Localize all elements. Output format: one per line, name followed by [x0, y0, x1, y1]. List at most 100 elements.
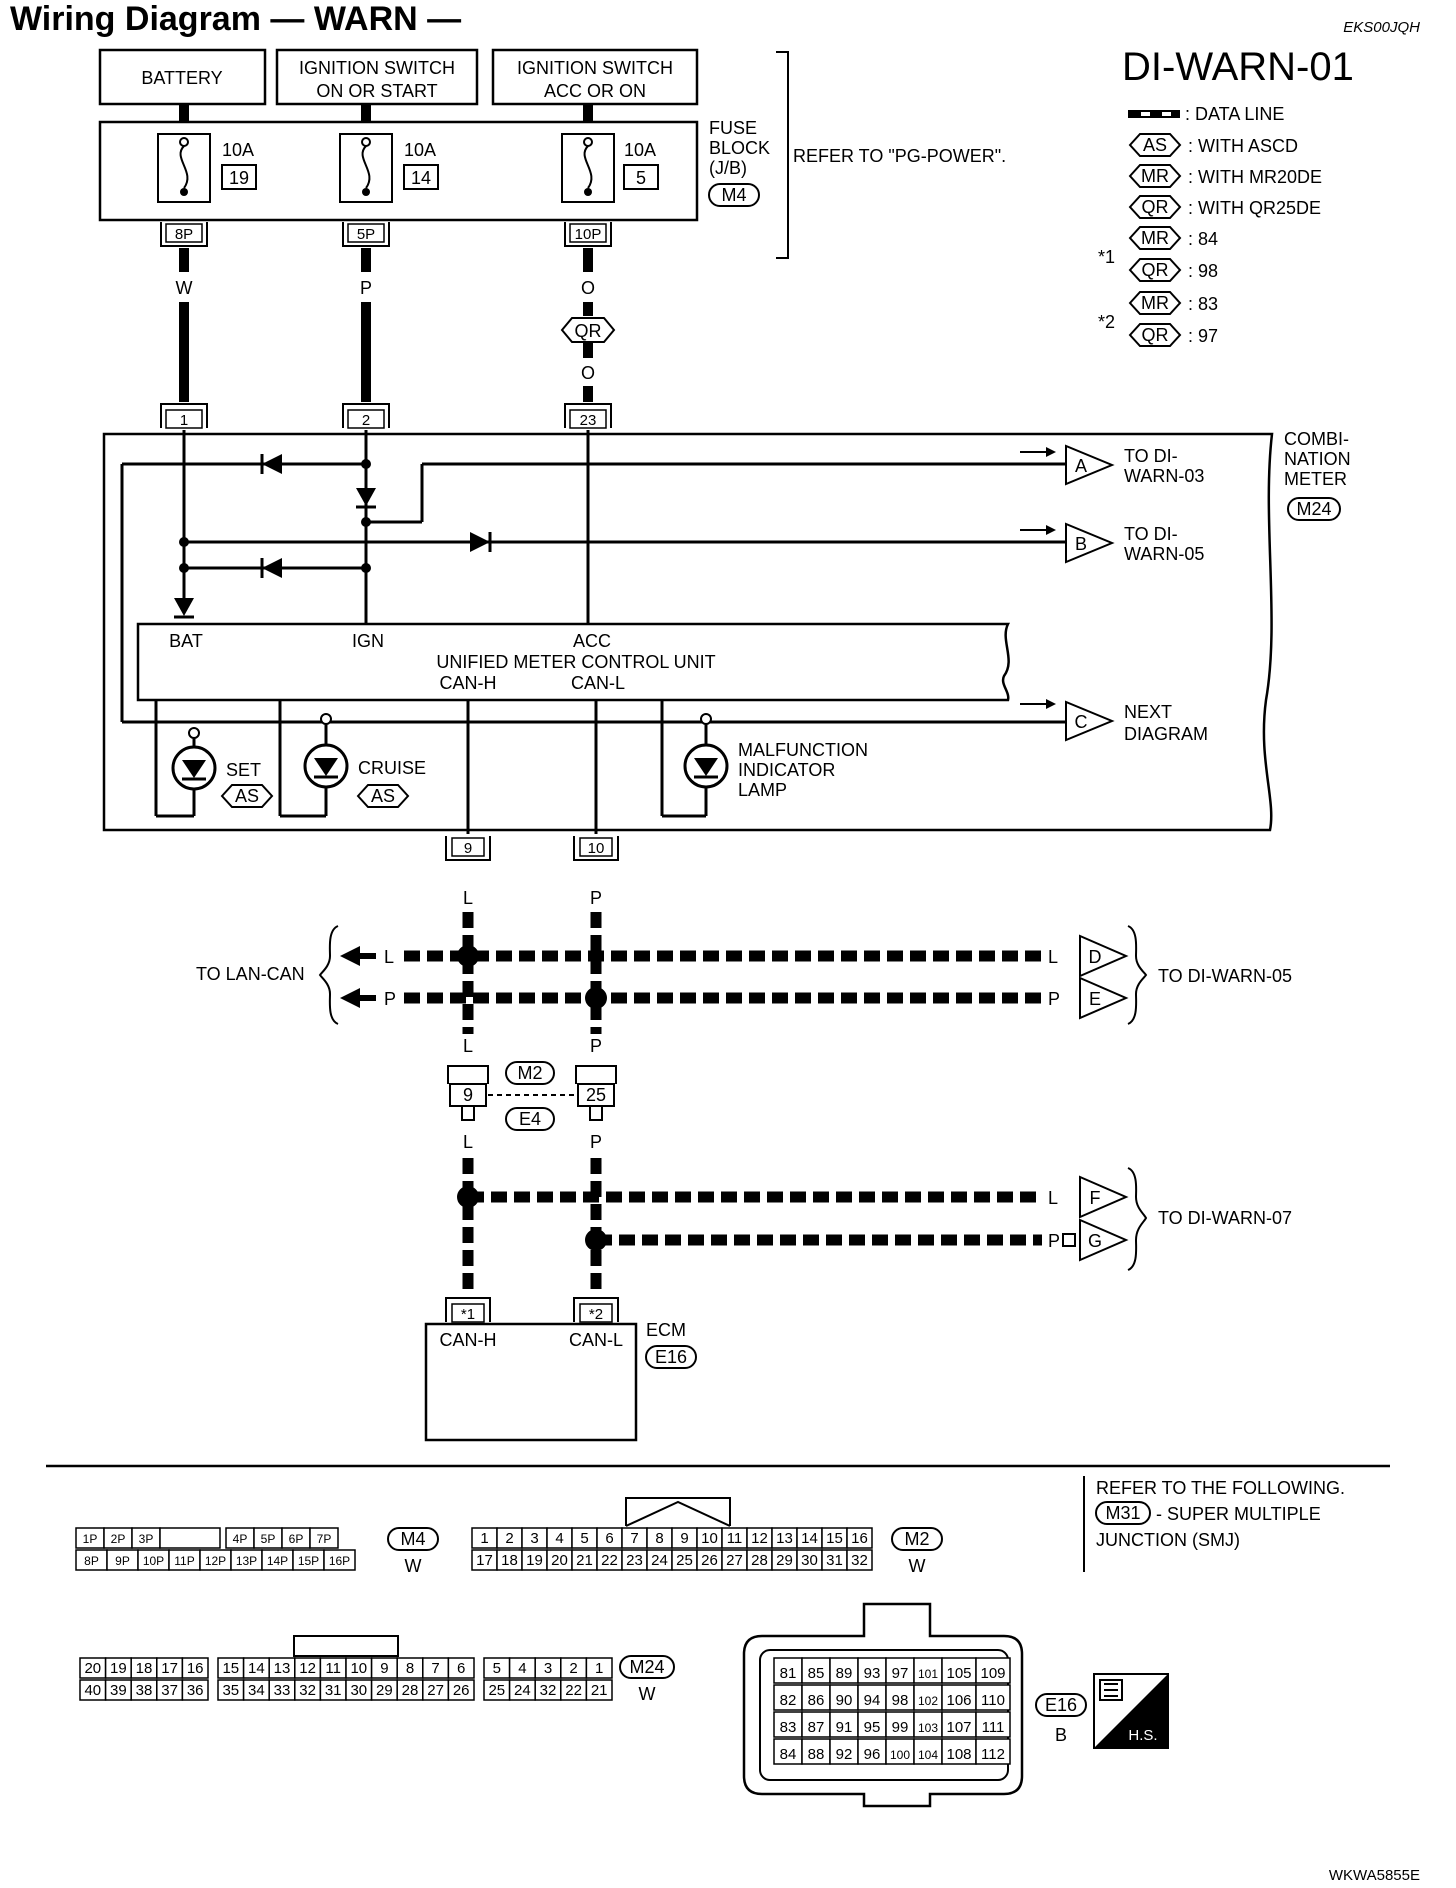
- set-indicator-lamp: [154, 700, 217, 818]
- m4-pin-8P-label: 8P: [84, 1554, 99, 1568]
- m24-pin-28-b-label: 28: [402, 1682, 419, 1699]
- e16-pin-85-cell: [801, 1657, 831, 1684]
- unit-bat-label: BAT: [169, 631, 203, 651]
- m24-pin-13-label: 13: [274, 1660, 291, 1677]
- lan-can-l-label: L: [384, 947, 394, 967]
- cruise-label: CRUISE: [358, 758, 426, 778]
- m4-pin-2P-label: 2P: [111, 1532, 126, 1546]
- m24-pin-32-b-label: 32: [299, 1682, 316, 1699]
- m24-pin-7-label: 7: [431, 1660, 439, 1677]
- e4-tag: E4: [505, 1107, 555, 1131]
- m4-key-slot-cell: [159, 1527, 221, 1549]
- offpage-b: B: [1065, 522, 1115, 564]
- can-h-color-2: L: [463, 1036, 473, 1056]
- m24-pin-9-label: 9: [380, 1660, 388, 1677]
- legend-note1-mr: : 84: [1188, 229, 1218, 249]
- e16-color: B: [1055, 1725, 1067, 1745]
- m2-pin-18-label: 18: [501, 1552, 518, 1569]
- e16-pin-100-cell: [885, 1738, 915, 1765]
- svg-text:23: 23: [580, 412, 597, 429]
- legend-mr-text: : WITH MR20DE: [1188, 167, 1322, 187]
- e16-pin-106-cell: [941, 1684, 977, 1711]
- svg-text:M4: M4: [721, 185, 746, 205]
- m4-pin-16P-label: 16P: [329, 1554, 350, 1568]
- svg-text:*2: *2: [589, 1306, 603, 1323]
- meter-pin-10: 10: [573, 836, 619, 861]
- m2-pin-11-label: 11: [727, 1530, 743, 1547]
- m24-pin-24-b-label: 24: [514, 1682, 531, 1699]
- m24-pin-36-b-cell: [181, 1679, 209, 1701]
- figure-code: WKWA5855E: [1329, 1867, 1420, 1884]
- e16-pin-95-cell: [857, 1711, 887, 1738]
- m24-pin-6-cell: [447, 1657, 475, 1679]
- m24-pin-21-b-cell: [585, 1679, 613, 1701]
- to-lan-can: TO LAN-CAN: [196, 964, 305, 984]
- e16-pin-95-label: 95: [864, 1719, 881, 1736]
- m4-pin-7P-label: 7P: [317, 1532, 332, 1546]
- svg-text:10A: 10A: [404, 140, 436, 160]
- m24-pin-16-label: 16: [187, 1660, 204, 1677]
- meter-name-1: COMBI-: [1284, 429, 1349, 449]
- offpage-c: C: [1065, 700, 1115, 742]
- m4-pin-1P-label: 1P: [83, 1532, 98, 1546]
- m24-pin-32-b-label: 32: [540, 1682, 557, 1699]
- legend-note2-mr-tag: MR: [1128, 291, 1182, 315]
- e16-pin-101-label: 101: [918, 1667, 938, 1681]
- acc-switch-label-2: ACC OR ON: [544, 81, 646, 101]
- m24-pin-20-label: 20: [84, 1660, 101, 1677]
- refer-smj-1: - SUPER MULTIPLE: [1156, 1504, 1321, 1524]
- refer-following: REFER TO THE FOLLOWING.: [1096, 1478, 1345, 1498]
- m24-pin-16-cell: [181, 1657, 209, 1679]
- svg-text:MR: MR: [1141, 166, 1169, 186]
- m24-pin-25-b-label: 25: [488, 1682, 505, 1699]
- set-label: SET: [226, 760, 261, 780]
- unit-acc-label: ACC: [573, 631, 611, 651]
- m2-pin-13-label: 13: [776, 1530, 793, 1547]
- fuse-19: 10A 19: [157, 133, 257, 203]
- m4-pin-5P-label: 5P: [261, 1532, 276, 1546]
- m2-pin-16-label: 16: [851, 1530, 868, 1547]
- e16-pin-96-label: 96: [864, 1746, 881, 1763]
- ecm-canl: CAN-L: [569, 1330, 623, 1350]
- e16-pin-90-label: 90: [836, 1692, 853, 1709]
- svg-text:E4: E4: [519, 1109, 541, 1129]
- offpage-e: E: [1079, 976, 1129, 1020]
- m2-pin-2-label: 2: [505, 1530, 513, 1547]
- warn05-l-label: L: [1048, 947, 1058, 967]
- wire-color-p: P: [360, 278, 372, 298]
- e16-pin-90-cell: [829, 1684, 859, 1711]
- svg-text:10A: 10A: [624, 140, 656, 160]
- m4-pin-9P-label: 9P: [115, 1554, 130, 1568]
- meter-outline: [102, 432, 1274, 832]
- m2-pin-16-cell: [846, 1527, 873, 1549]
- legend-as-text: : WITH ASCD: [1188, 136, 1298, 156]
- wire-color-o-1: O: [581, 278, 595, 298]
- svg-text:E16: E16: [655, 1347, 687, 1367]
- svg-text:19: 19: [229, 168, 249, 188]
- e16-pin-86-label: 86: [808, 1692, 825, 1709]
- m24-pin-27-b-label: 27: [427, 1682, 444, 1699]
- m2-pin-32-cell: [846, 1549, 873, 1571]
- warn05-brace: [1127, 925, 1148, 1025]
- e16-conn-tag: E16: [1035, 1693, 1087, 1717]
- svg-text:G: G: [1088, 1231, 1102, 1251]
- m2-pin-32-label: 32: [851, 1552, 868, 1569]
- m2-pin-15-label: 15: [826, 1530, 843, 1547]
- svg-text:5: 5: [636, 168, 646, 188]
- e16-pin-110-label: 110: [981, 1692, 1005, 1709]
- m2-pin-3-label: 3: [530, 1530, 538, 1547]
- svg-text:10: 10: [588, 840, 605, 857]
- e16-pin-81-label: 81: [780, 1665, 797, 1682]
- e16-pin-87-label: 87: [808, 1719, 825, 1736]
- m24-color: W: [639, 1684, 656, 1704]
- e16-pin-107-cell: [941, 1711, 977, 1738]
- svg-text:9: 9: [464, 840, 472, 857]
- page-title: Wiring Diagram — WARN —: [10, 0, 461, 38]
- legend-note1-mark: *1: [1098, 247, 1115, 267]
- svg-text:AS: AS: [1143, 135, 1167, 155]
- e16-pin-86-cell: [801, 1684, 831, 1711]
- m2-pin-5-label: 5: [580, 1530, 588, 1547]
